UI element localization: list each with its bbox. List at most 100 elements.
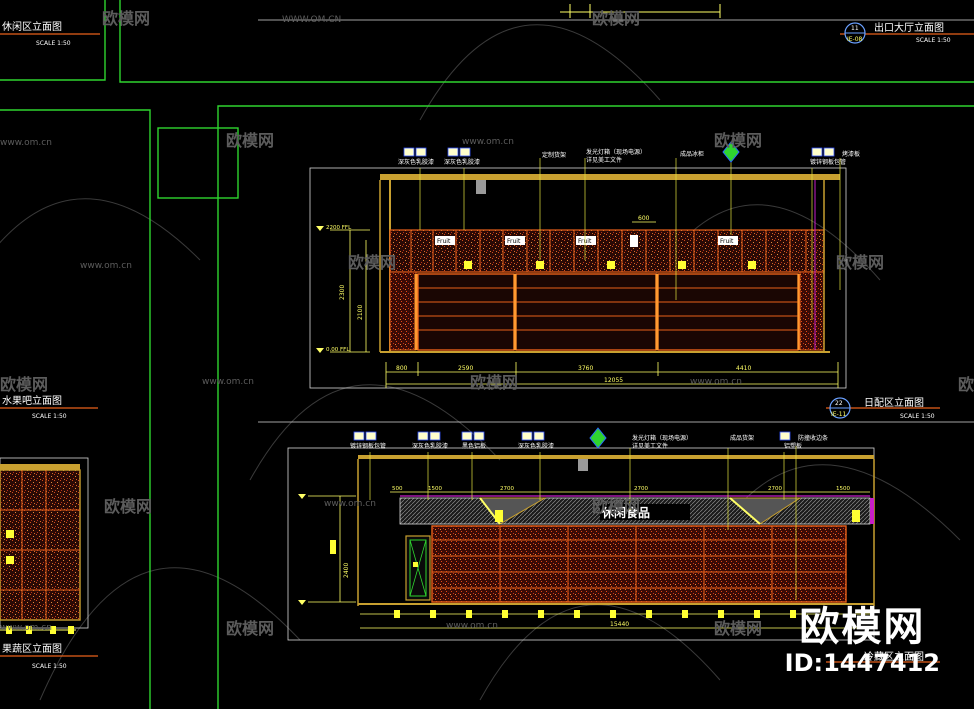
svg-text:800: 800: [396, 365, 408, 372]
svg-text:欧模网: 欧模网: [226, 131, 274, 150]
svg-text:22: 22: [835, 400, 843, 407]
svg-text:深灰色乳胶漆: 深灰色乳胶漆: [398, 158, 434, 166]
svg-text:欧模网: 欧模网: [592, 497, 640, 516]
shelf-block: [431, 525, 847, 603]
svg-text:2400: 2400: [343, 563, 350, 578]
ceiling-band: [380, 174, 840, 180]
svg-text:2700: 2700: [634, 486, 648, 492]
title-text: 出口大厅立面图: [874, 21, 944, 34]
svg-text:欧模网: 欧模网: [348, 253, 396, 272]
upper-counters: [417, 273, 799, 351]
store-sign: [600, 504, 690, 520]
lower-annotations: 镀锌钢板包管 深灰色乳胶漆 黑色铝板 深灰色乳胶漆 发光灯箱（现场电源） 详见美…: [350, 427, 828, 600]
left-mid-title: 水果吧立面图 SCALE 1:50: [0, 394, 98, 420]
svg-text:www.om.cn: www.om.cn: [202, 377, 254, 387]
brand-id: ID:1447412: [784, 649, 940, 677]
svg-text:水果吧立面图: 水果吧立面图: [2, 394, 62, 407]
svg-text:欧模网: 欧模网: [714, 619, 762, 638]
svg-text:欧模网: 欧模网: [836, 253, 884, 272]
svg-text:600: 600: [638, 215, 650, 222]
svg-text:0.00 FFL: 0.00 FFL: [326, 347, 350, 353]
scale-text: SCALE 1:50: [36, 40, 71, 47]
scale-text: SCALE 1:50: [916, 37, 951, 44]
svg-text:发光灯箱（现场电源）: 发光灯箱（现场电源）: [586, 148, 646, 156]
svg-text:2590: 2590: [458, 365, 473, 372]
svg-text:3760: 3760: [578, 365, 593, 372]
upper-bottom-dims: 800 2590 3760 4410 12055 600: [385, 215, 839, 388]
top-center-dims: [258, 4, 974, 21]
svg-text:2700: 2700: [500, 486, 514, 492]
upper-elevation: Fruit Fruit Fruit Fruit: [309, 167, 847, 389]
svg-text:欧模网: 欧模网: [714, 131, 762, 150]
svg-text:www.om.cn: www.om.cn: [324, 499, 376, 509]
brand-logo: 欧模网: [799, 604, 926, 650]
svg-text:镀锌钢板包管: 镀锌钢板包管: [350, 442, 386, 450]
svg-text:定制货架: 定制货架: [542, 151, 566, 159]
svg-text:成品货架: 成品货架: [730, 434, 754, 442]
watermarks: WWW.OM.CN 欧模网 欧模网 www.om.cn 欧模网 www.om.c…: [0, 9, 974, 638]
svg-text:冷藏区立面图: 冷藏区立面图: [864, 650, 924, 663]
svg-text:铝塑板: 铝塑板: [784, 442, 802, 450]
upper-title: 22 IE-11 日配区立面图 SCALE 1:50: [826, 396, 940, 420]
svg-text:SCALE 1:50: SCALE 1:50: [32, 663, 67, 670]
lower-dims: 2400 500 1500 2700 2700 2700 1500 15440: [298, 486, 870, 629]
svg-text:发光灯箱（现场电源）: 发光灯箱（现场电源）: [632, 434, 692, 442]
svg-text:www.om.cn: www.om.cn: [446, 621, 498, 631]
svg-text:IE-08: IE-08: [847, 36, 863, 43]
lower-elevation: 休闲食品: [287, 447, 875, 641]
svg-text:15440: 15440: [610, 621, 629, 628]
svg-text:镀锌钢板包管: 镀锌钢板包管: [810, 158, 846, 166]
upper-left-dims: 2200 FFL 0.00 FFL 2300 2100: [316, 225, 370, 353]
svg-text:4410: 4410: [736, 365, 751, 372]
svg-text:深灰色乳胶漆: 深灰色乳胶漆: [444, 158, 480, 166]
svg-text:11: 11: [851, 25, 859, 32]
svg-text:12055: 12055: [604, 377, 623, 384]
watermark-arcs: [0, 24, 961, 701]
lower-title: 冷藏区立面图: [826, 650, 940, 663]
svg-text:2700: 2700: [768, 486, 782, 492]
elevation-marker-icon: [589, 427, 607, 449]
duct-block: [476, 180, 486, 194]
svg-text:黑色铝板: 黑色铝板: [462, 442, 486, 450]
svg-text:2200 FFL: 2200 FFL: [326, 225, 352, 231]
svg-text:SCALE 1:50: SCALE 1:50: [900, 413, 935, 420]
svg-text:www.om.cn: www.om.cn: [690, 377, 742, 387]
svg-text:IE-11: IE-11: [831, 411, 847, 418]
elevation-marker-icon: [722, 141, 740, 163]
svg-text:果蔬区立面图: 果蔬区立面图: [2, 642, 62, 655]
svg-text:欧模网: 欧模网: [958, 375, 974, 394]
title-text: 休闲区立面图: [2, 20, 62, 33]
svg-text:www.om.cn: www.om.cn: [462, 137, 514, 147]
upper-annotations: 深灰色乳胶漆 深灰色乳胶漆 定制货架 发光灯箱（现场电源） 详见美工文件 成品冰…: [398, 141, 860, 320]
svg-text:欧模网: 欧模网: [0, 375, 48, 394]
svg-text:2100: 2100: [357, 305, 364, 320]
svg-text:欧模网: 欧模网: [470, 373, 518, 392]
svg-text:深灰色乳胶漆: 深灰色乳胶漆: [412, 442, 448, 450]
svg-text:www.om.cn: www.om.cn: [0, 138, 52, 148]
svg-text:1500: 1500: [428, 486, 442, 492]
svg-text:SCALE 1:50: SCALE 1:50: [32, 413, 67, 420]
svg-text:深灰色乳胶漆: 深灰色乳胶漆: [518, 442, 554, 450]
svg-text:欧模网: 欧模网: [226, 619, 274, 638]
svg-text:Fruit: Fruit: [720, 238, 734, 245]
svg-text:Fruit: Fruit: [437, 238, 451, 245]
svg-text:日配区立面图: 日配区立面图: [864, 396, 924, 409]
svg-text:防撞收边条: 防撞收边条: [798, 434, 828, 442]
svg-text:详见美工文件: 详见美工文件: [586, 156, 622, 164]
left-bottom-elevation: 果蔬区立面图 SCALE 1:50: [0, 457, 98, 670]
ceiling-band: [358, 455, 874, 459]
svg-text:500: 500: [392, 486, 403, 492]
svg-text:Fruit: Fruit: [507, 238, 521, 245]
top-left-title: 休闲区立面图 SCALE 1:50: [0, 20, 100, 47]
svg-text:详见美工文件: 详见美工文件: [632, 442, 668, 450]
svg-text:2300: 2300: [339, 285, 346, 300]
svg-text:欧模网: 欧模网: [104, 497, 152, 516]
svg-text:欧模网: 欧模网: [592, 9, 640, 28]
svg-text:www.om.cn: www.om.cn: [0, 623, 52, 633]
svg-text:1500: 1500: [836, 486, 850, 492]
svg-text:成品冰柜: 成品冰柜: [680, 150, 704, 158]
svg-text:WWW.OM.CN: WWW.OM.CN: [282, 15, 341, 25]
top-right-title: 11 IE-08 出口大厅立面图 SCALE 1:50: [840, 21, 974, 44]
